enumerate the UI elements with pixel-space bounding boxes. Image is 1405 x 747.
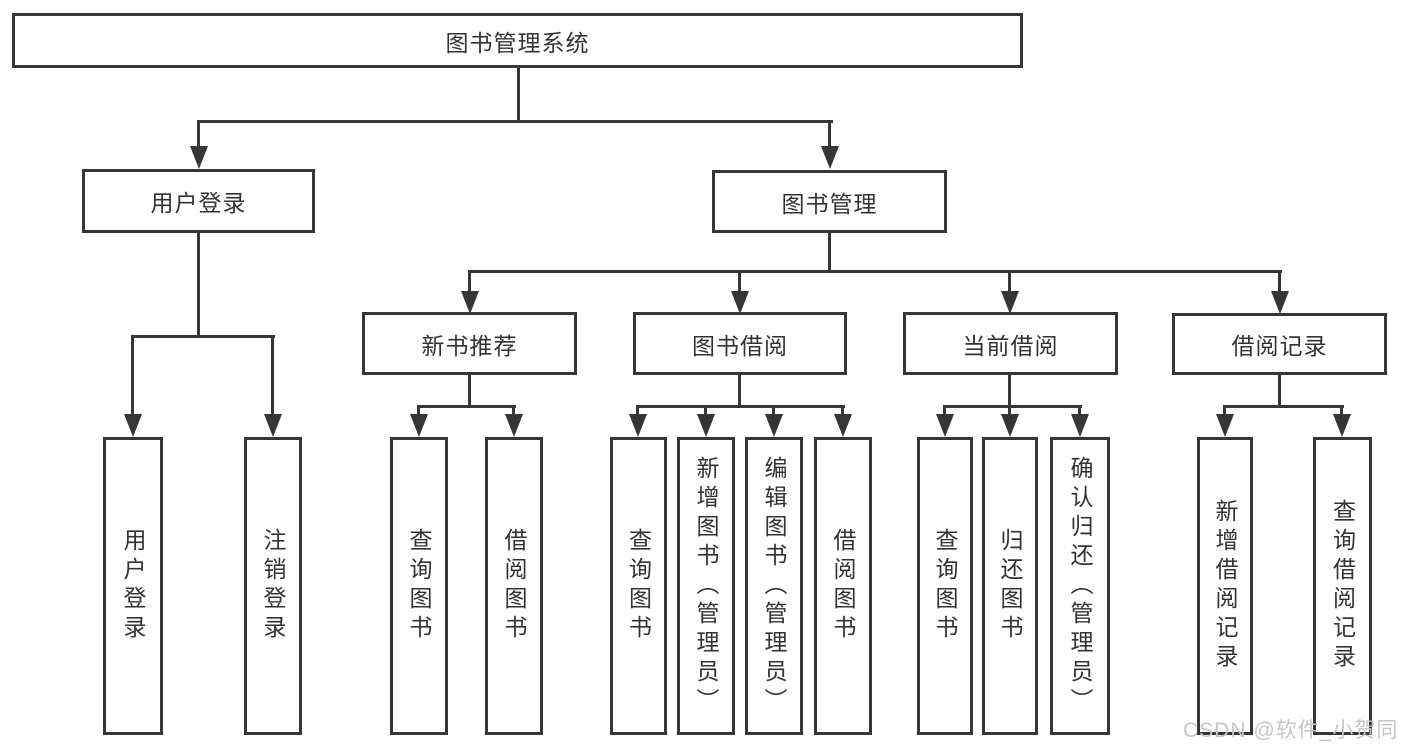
connector-borrow-records-bar (1223, 405, 1344, 408)
leaf-add-borrow-record: 新增借阅记录 (1197, 437, 1253, 735)
connector-drop-user-login (197, 120, 200, 149)
connector-drop (943, 405, 946, 417)
arrowhead-icon (1001, 414, 1019, 437)
node-current-borrow: 当前借阅 (903, 312, 1118, 375)
arrowhead-icon (1271, 291, 1289, 314)
connector-book-borrow-bar (636, 405, 845, 408)
node-new-book-recommend: 新书推荐 (362, 312, 577, 375)
arrowhead-icon (410, 414, 428, 437)
connector-drop (512, 405, 515, 417)
arrowhead-icon (629, 414, 647, 437)
arrowhead-icon (1001, 291, 1019, 314)
node-book-borrow: 图书借阅 (633, 312, 847, 375)
connector-user-login-bar (131, 335, 275, 338)
arrowhead-icon (821, 146, 839, 169)
connector-drop-borrow-records (1278, 270, 1281, 294)
node-user-login: 用户登录 (82, 169, 315, 233)
connector-drop (1340, 405, 1343, 417)
watermark-text: CSDN @软件_小贺同学 (1183, 719, 1399, 742)
node-book-management: 图书管理 (712, 170, 947, 233)
connector-borrow-records-stem (1278, 375, 1281, 407)
arrowhead-icon (1071, 414, 1089, 437)
arrowhead-icon (834, 414, 852, 437)
leaf-return-book: 归还图书 (982, 437, 1038, 735)
arrowhead-icon (124, 414, 142, 437)
connector-book-management-stem (828, 233, 831, 273)
arrowhead-icon (765, 414, 783, 437)
connector-drop (704, 405, 707, 417)
connector-drop-new-book-recommend (468, 270, 471, 294)
arrowhead-icon (505, 414, 523, 437)
connector-drop (1078, 405, 1081, 417)
leaf-confirm-return-admin: 确认归还（管理员） (1050, 437, 1110, 735)
connector-current-borrow-bar (943, 405, 1082, 408)
connector-drop-book-borrow (738, 270, 741, 294)
arrowhead-icon (1333, 414, 1351, 437)
connector-drop-leaf-user-login (131, 335, 134, 417)
leaf-query-borrow-record: 查询借阅记录 (1313, 437, 1372, 735)
connector-root-stem (517, 68, 520, 122)
connector-user-login-stem (197, 233, 200, 337)
leaf-query-books-3: 查询图书 (917, 437, 973, 735)
connector-drop (1008, 405, 1011, 417)
leaf-edit-book-admin: 编辑图书（管理员） (745, 437, 803, 735)
leaf-query-books-1: 查询图书 (390, 437, 448, 735)
leaf-logout: 注销登录 (244, 437, 302, 735)
leaf-borrow-books-2: 借阅图书 (814, 437, 872, 735)
connector-book-borrow-stem (738, 375, 741, 407)
arrowhead-icon (264, 414, 282, 437)
connector-drop (417, 405, 420, 417)
connector-root-bar (197, 120, 833, 123)
connector-drop (841, 405, 844, 417)
connector-current-borrow-stem (1008, 375, 1011, 407)
arrowhead-icon (697, 414, 715, 437)
connector-drop (636, 405, 639, 417)
leaf-query-books-2: 查询图书 (610, 437, 667, 735)
arrowhead-icon (1216, 414, 1234, 437)
connector-drop-current-borrow (1008, 270, 1011, 294)
arrowhead-icon (190, 146, 208, 169)
node-root: 图书管理系统 (12, 13, 1023, 68)
connector-drop (1223, 405, 1226, 417)
connector-new-book-bar (417, 405, 516, 408)
connector-drop (772, 405, 775, 417)
node-borrow-records: 借阅记录 (1172, 313, 1387, 375)
leaf-user-login: 用户登录 (103, 437, 163, 735)
arrowhead-icon (461, 291, 479, 314)
connector-new-book-stem (468, 375, 471, 407)
connector-drop-leaf-logout (271, 335, 274, 417)
leaf-add-book-admin: 新增图书（管理员） (677, 437, 735, 735)
arrowhead-icon (731, 291, 749, 314)
leaf-borrow-books-1: 借阅图书 (485, 437, 543, 735)
connector-level3-bar (468, 270, 1282, 273)
arrowhead-icon (936, 414, 954, 437)
connector-drop-book-management (828, 120, 831, 149)
